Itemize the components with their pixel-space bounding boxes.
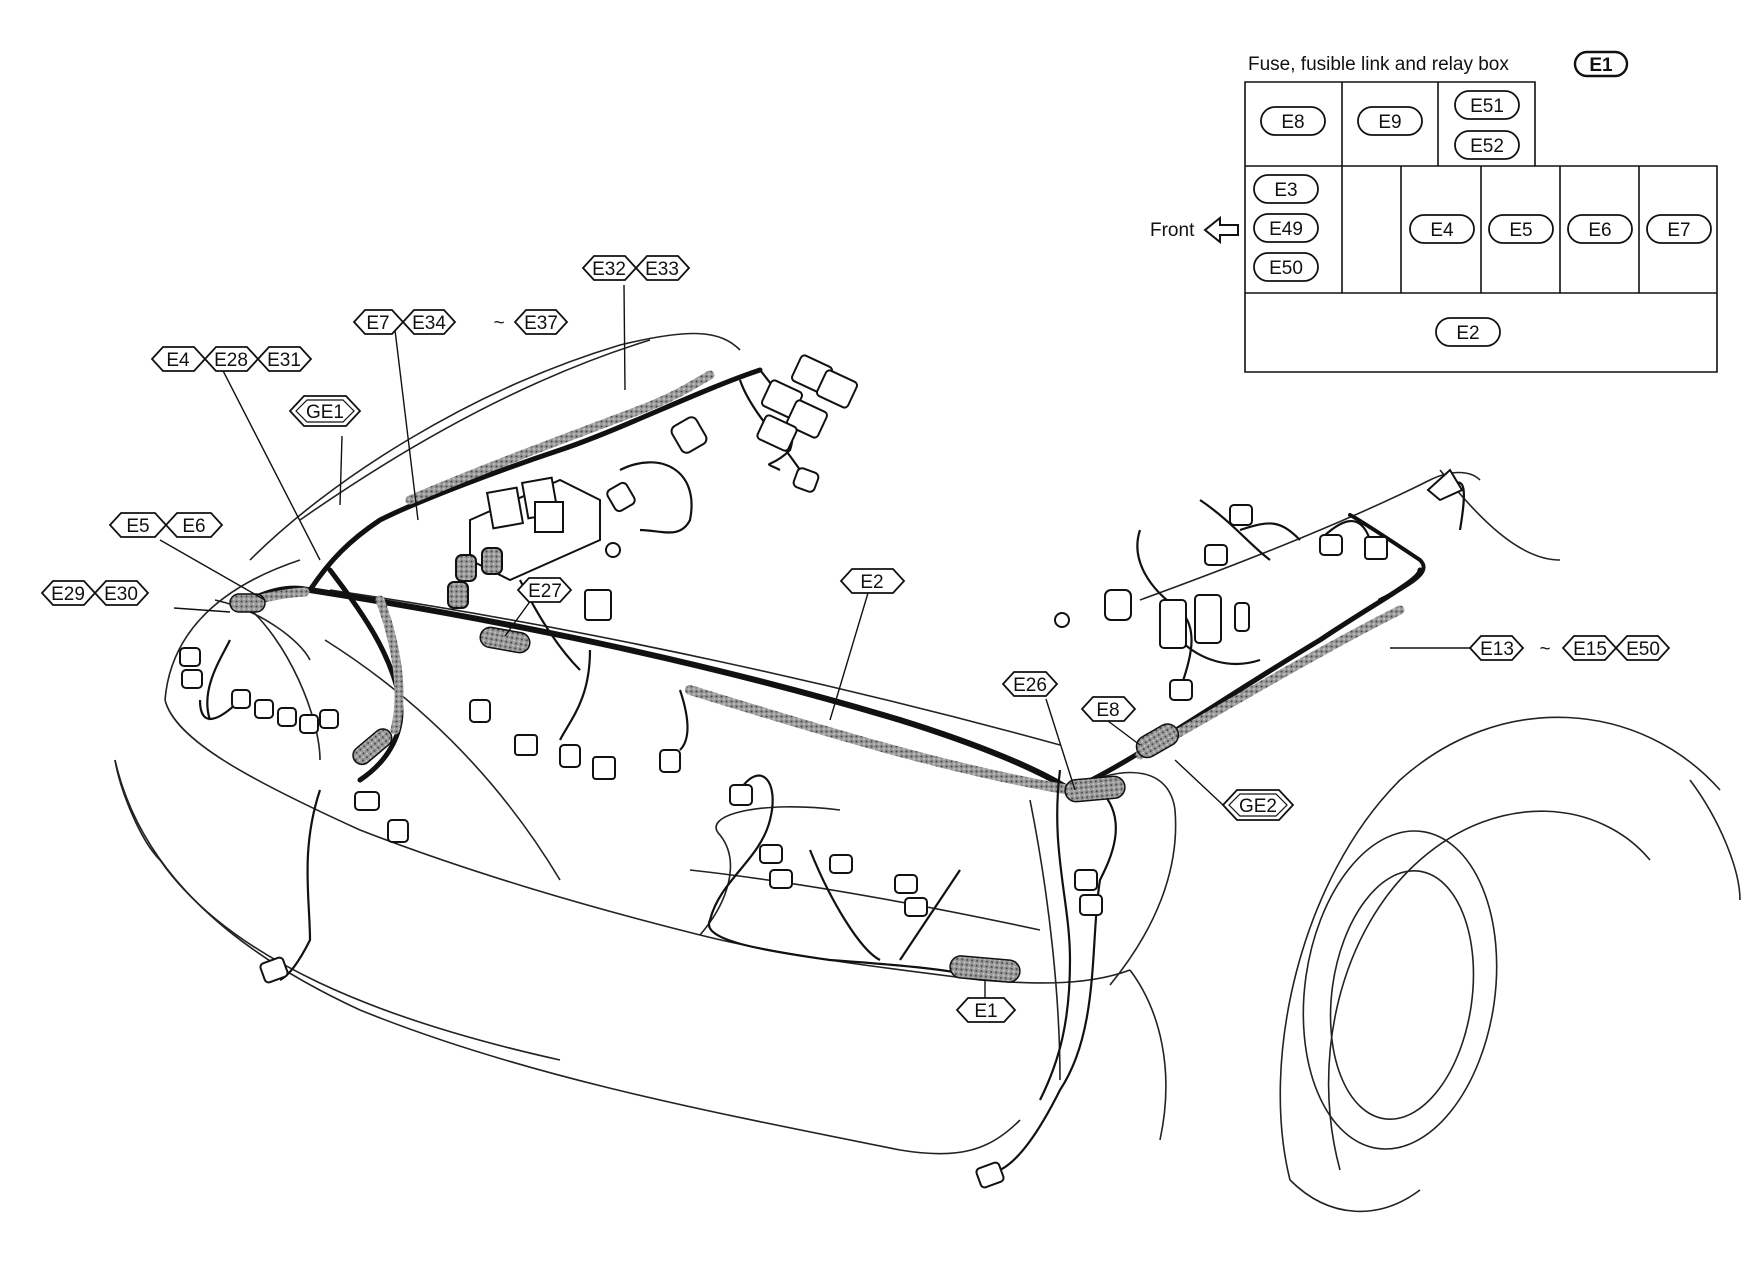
callout-e28: E28 [203, 346, 260, 372]
svg-text:E50: E50 [1626, 639, 1660, 660]
svg-text:E37: E37 [524, 313, 558, 334]
callout-e8: E8 [1080, 696, 1137, 722]
svg-text:E30: E30 [104, 584, 138, 605]
svg-text:E29: E29 [51, 584, 85, 605]
cell-e51: E51 [1454, 90, 1520, 120]
svg-text:E6: E6 [1588, 220, 1611, 241]
callout-e26: E26 [1001, 671, 1059, 697]
protector-sleeves [229, 593, 1180, 983]
svg-text:E26: E26 [1013, 675, 1047, 696]
cell-e52: E52 [1454, 130, 1520, 160]
cell-e3: E3 [1253, 174, 1319, 204]
harness-left-e4 [235, 367, 763, 783]
connectors [179, 354, 1464, 1189]
cell-e4: E4 [1409, 214, 1475, 244]
callout-e30: E30 [93, 580, 150, 606]
relay-box-legend: Fuse, fusible link and relay box E1 E8 E… [1150, 50, 1718, 373]
svg-text:E15: E15 [1573, 639, 1607, 660]
plug-connectors [179, 416, 1464, 1189]
callout-e50: E50 [1614, 635, 1671, 661]
callout-e5: E5 [108, 512, 168, 538]
svg-text:E1: E1 [974, 1001, 997, 1022]
cell-e9: E9 [1357, 106, 1423, 136]
svg-text:GE2: GE2 [1239, 796, 1277, 817]
cell-e7: E7 [1646, 214, 1712, 244]
svg-text:E3: E3 [1274, 180, 1297, 201]
relay-cluster-top [756, 354, 859, 452]
callout-ge1: GE1 [288, 395, 362, 427]
callout-ge2: GE2 [1221, 789, 1295, 821]
cell-e8: E8 [1260, 106, 1326, 136]
svg-text:E5: E5 [126, 516, 149, 537]
cell-e2: E2 [1435, 317, 1501, 347]
leader-lines [159, 284, 1470, 1002]
front-label: Front [1150, 220, 1195, 241]
callout-e7: E7 [352, 309, 405, 335]
svg-text:E31: E31 [267, 350, 301, 371]
svg-text:E27: E27 [528, 581, 562, 602]
callout-e32: E32 [581, 255, 638, 281]
svg-text:E13: E13 [1480, 639, 1514, 660]
svg-text:E2: E2 [860, 572, 883, 593]
svg-text:E8: E8 [1281, 112, 1304, 133]
svg-text:E51: E51 [1470, 96, 1504, 117]
svg-text:E32: E32 [592, 259, 626, 280]
callout-e34: E34 [401, 309, 457, 335]
svg-text:E2: E2 [1456, 323, 1479, 344]
car-body-outline [114, 332, 1741, 1181]
relay-box-title: Fuse, fusible link and relay box [1248, 54, 1509, 75]
svg-text:E7: E7 [366, 313, 389, 334]
cell-e5: E5 [1488, 214, 1554, 244]
callout-e29: E29 [40, 580, 97, 606]
cell-e50: E50 [1253, 252, 1319, 282]
cell-e6: E6 [1567, 214, 1633, 244]
svg-text:E6: E6 [182, 516, 205, 537]
svg-text:E33: E33 [645, 259, 679, 280]
callout-e2: E2 [839, 568, 906, 594]
callout-e13: E13 [1468, 635, 1525, 661]
svg-text:E1: E1 [1589, 55, 1613, 76]
front-arrow-icon [1203, 215, 1239, 245]
callout-e33: E33 [634, 255, 691, 281]
callout-tilde-1: ~ [493, 313, 504, 334]
relay-box-grid [1244, 81, 1718, 373]
svg-text:GE1: GE1 [306, 402, 344, 423]
svg-text:E9: E9 [1378, 112, 1401, 133]
callout-e37: E37 [513, 309, 569, 335]
svg-text:E50: E50 [1269, 258, 1303, 279]
front-wheel [1289, 830, 1498, 1213]
callout-e4: E4 [150, 346, 207, 372]
svg-text:E49: E49 [1269, 219, 1303, 240]
relay-box-title-tag: E1 [1573, 50, 1629, 78]
callout-e1: E1 [955, 997, 1017, 1023]
svg-text:E34: E34 [412, 313, 446, 334]
callout-tilde-2: ~ [1539, 639, 1550, 660]
svg-text:E4: E4 [1430, 220, 1454, 241]
harness-branches [198, 369, 1465, 1171]
svg-text:E28: E28 [214, 350, 248, 371]
svg-text:E4: E4 [166, 350, 190, 371]
cell-e49: E49 [1253, 213, 1319, 243]
svg-text:E5: E5 [1509, 220, 1532, 241]
callout-e31: E31 [256, 346, 313, 372]
callout-e27: E27 [516, 577, 573, 603]
svg-text:E8: E8 [1096, 700, 1119, 721]
svg-text:E52: E52 [1470, 136, 1504, 157]
callout-e6: E6 [164, 512, 224, 538]
svg-text:E7: E7 [1667, 220, 1690, 241]
callout-e15: E15 [1561, 635, 1618, 661]
